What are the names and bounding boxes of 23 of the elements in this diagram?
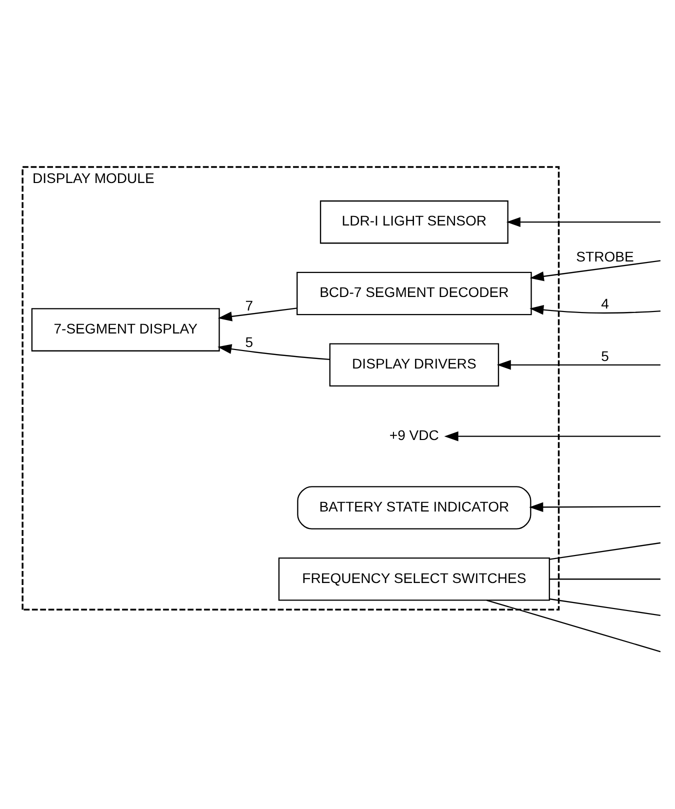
- node-box: DISPLAY DRIVERS: [329, 342, 500, 386]
- arrow: [218, 307, 298, 321]
- connector: [550, 598, 661, 616]
- arrow: [530, 304, 661, 314]
- edge-label: 4: [601, 294, 609, 311]
- node-text: +9 VDC: [389, 426, 439, 442]
- edge-label: 7: [245, 297, 254, 314]
- arrow: [506, 216, 660, 226]
- edge-label: STROBE: [576, 248, 634, 264]
- edge-label: 5: [601, 347, 609, 364]
- edge-label: 5: [245, 333, 254, 350]
- node-box: LDR-I LIGHT SENSOR: [320, 200, 508, 244]
- arrow: [496, 359, 660, 370]
- arrow: [444, 430, 660, 441]
- arrow: [530, 260, 661, 281]
- node-box: FREQUENCY SELECT SWITCHES: [278, 557, 550, 600]
- node-box: BATTERY STATE INDICATOR: [297, 486, 532, 529]
- arrow: [218, 344, 330, 360]
- connector: [550, 542, 661, 560]
- arrow: [529, 502, 660, 512]
- node-box: 7-SEGMENT DISPLAY: [31, 308, 220, 351]
- node-box: BCD-7 SEGMENT DECODER: [296, 271, 532, 315]
- connector: [550, 578, 660, 580]
